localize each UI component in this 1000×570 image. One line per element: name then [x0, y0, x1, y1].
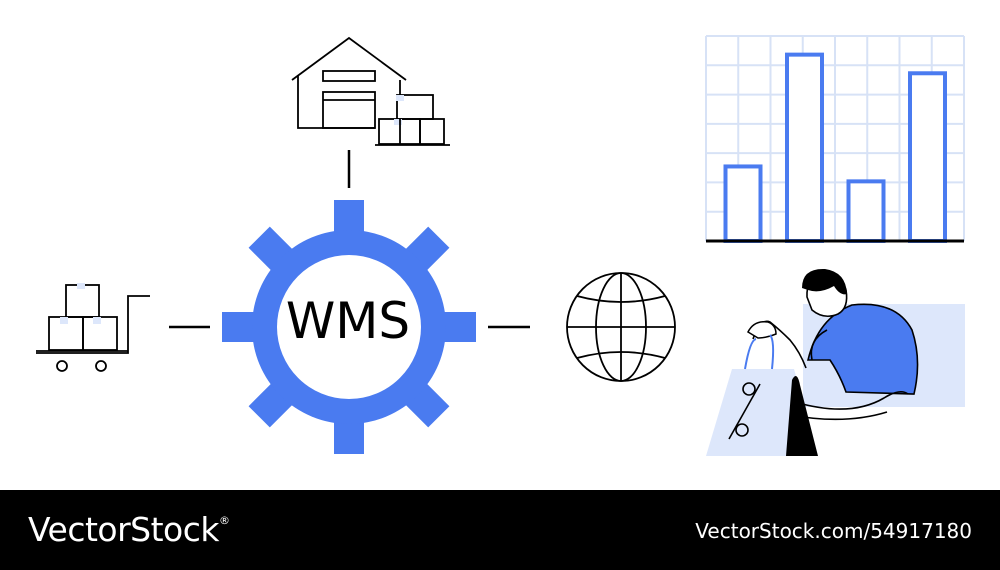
chart-bar — [908, 71, 947, 244]
gear-tooth — [436, 312, 476, 342]
globe-icon — [566, 272, 676, 382]
chart-bar — [785, 52, 824, 243]
footer-bar: VectorStock® VectorStock.com/54917180 — [0, 490, 1000, 570]
warehouse-icon — [291, 36, 450, 146]
wms-diagram — [36, 35, 965, 456]
chart-bar — [723, 164, 763, 243]
hand-truck-icon — [36, 283, 150, 372]
bar-chart-icon — [705, 35, 965, 244]
gear-tooth — [222, 312, 262, 342]
illustration-canvas: WMS — [36, 35, 965, 456]
wms-label: WMS — [285, 292, 411, 350]
image-credit: VectorStock.com/54917180 — [695, 519, 972, 543]
brand-name: VectorStock — [28, 510, 220, 549]
registered-mark: ® — [219, 514, 230, 527]
chart-bar — [846, 179, 886, 243]
brand-logo: VectorStock® — [28, 510, 230, 549]
shopper-icon — [706, 268, 965, 456]
gear-icon — [222, 200, 476, 454]
